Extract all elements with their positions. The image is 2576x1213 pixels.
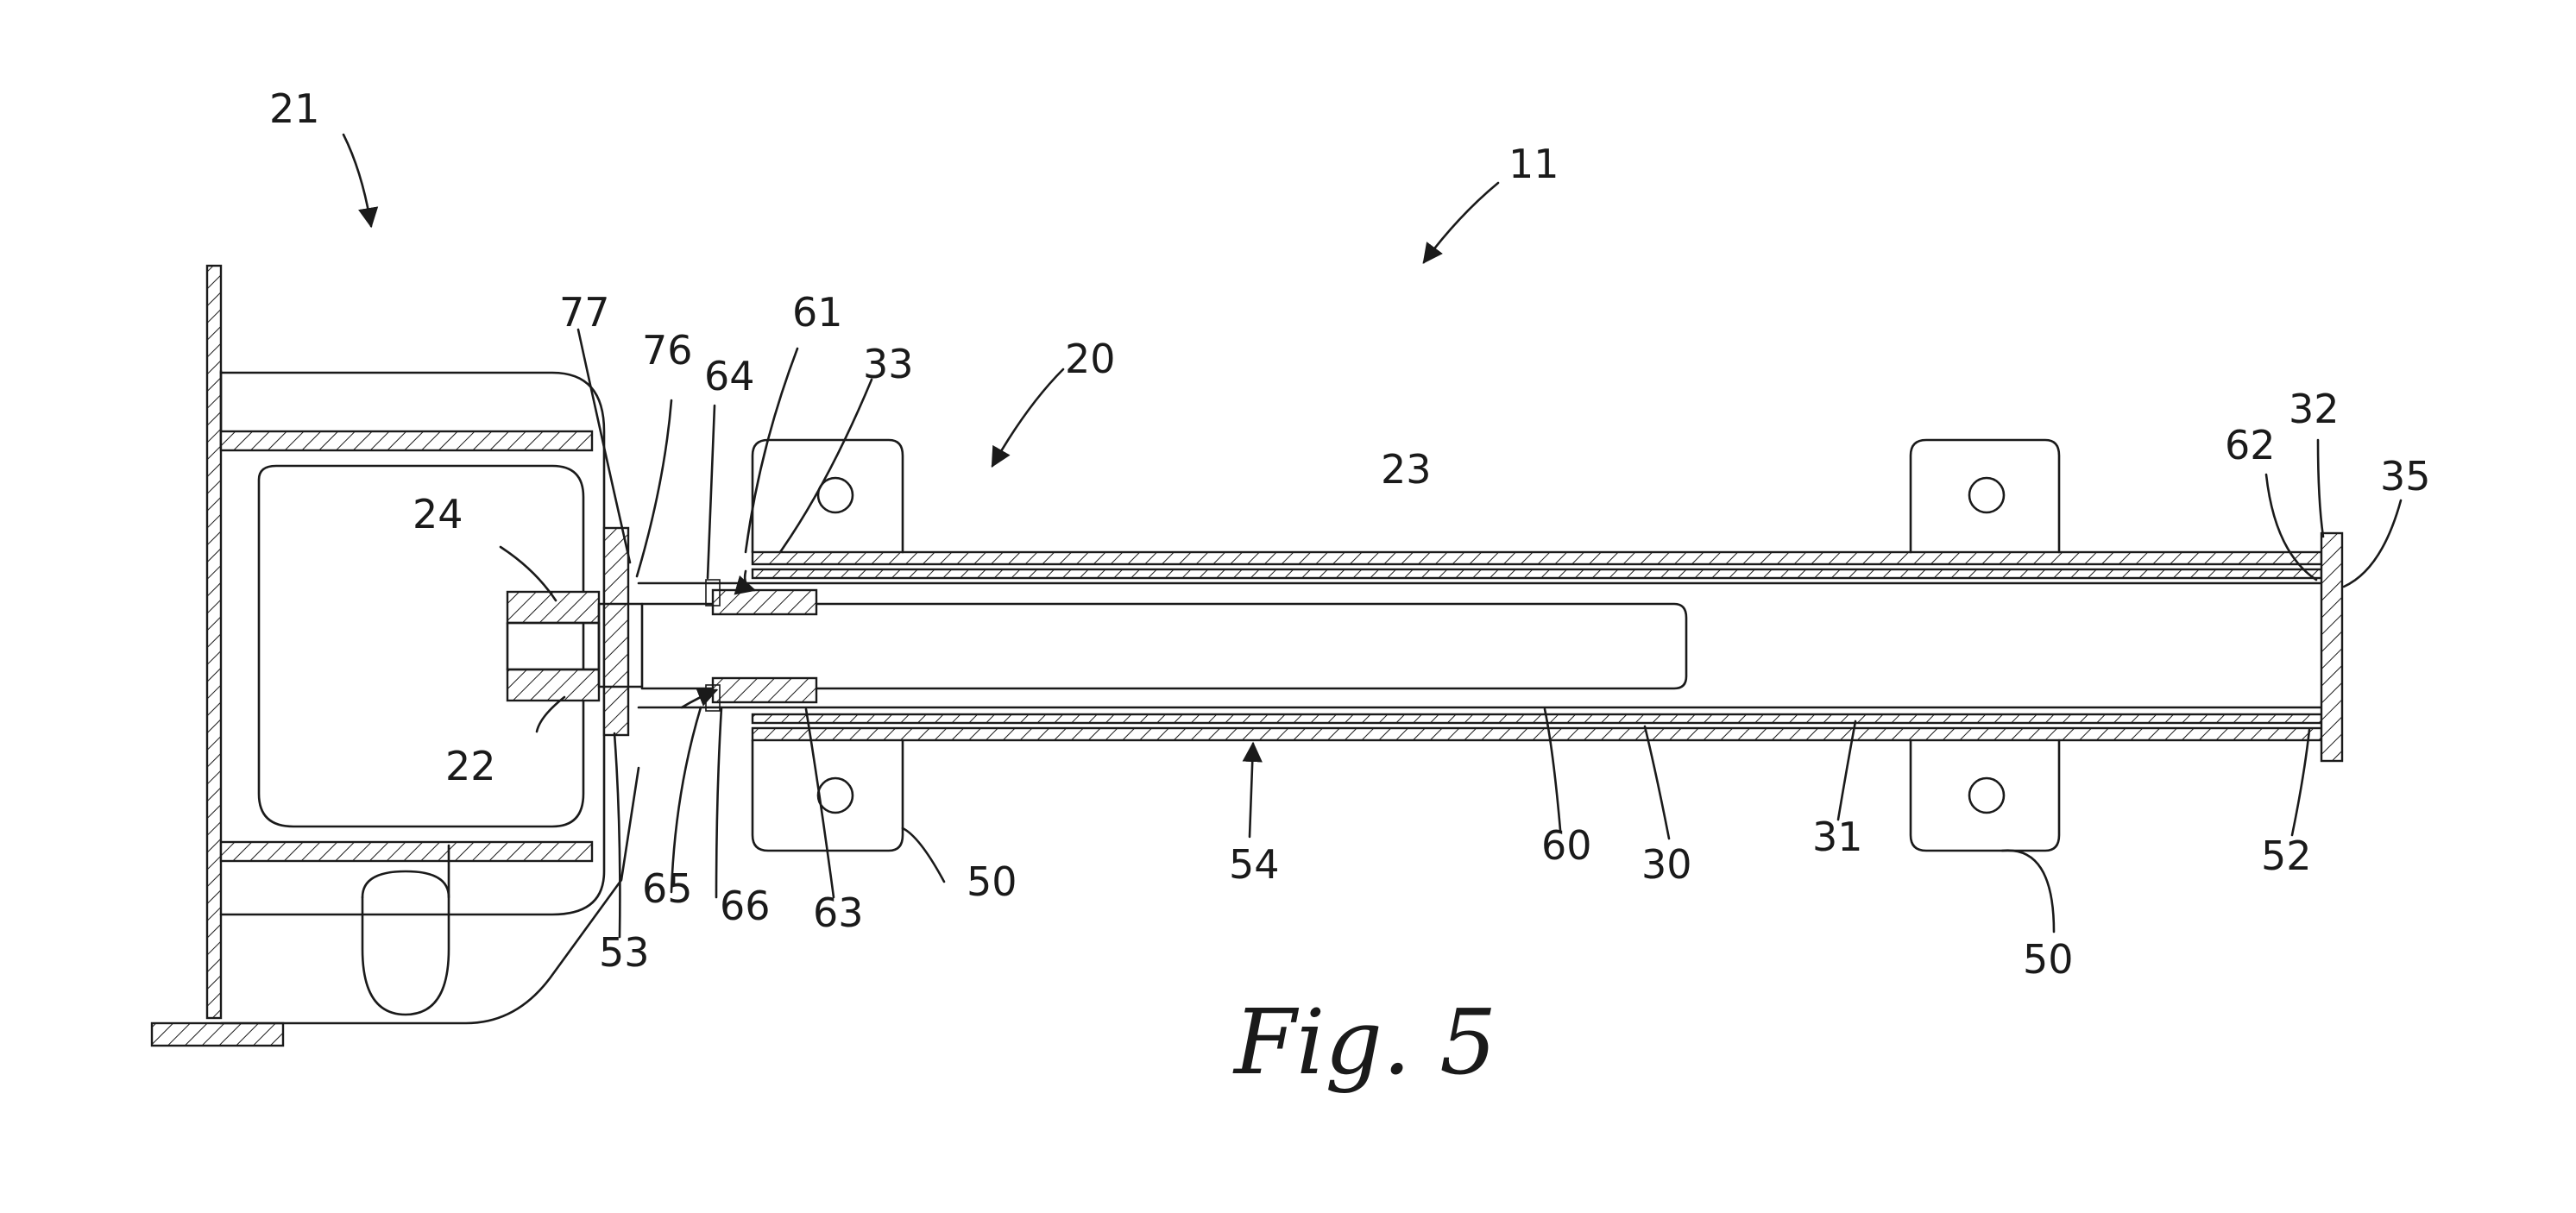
ref-50a: 50 (967, 858, 1017, 905)
ref-30: 30 (1641, 841, 1692, 888)
ref-63: 63 (813, 889, 864, 936)
ref-54: 54 (1229, 841, 1280, 888)
mounting-frame (150, 264, 640, 1047)
ref-62: 62 (2225, 422, 2276, 468)
ref-76: 76 (642, 327, 693, 374)
ref-11: 11 (1508, 141, 1559, 187)
ref-31: 31 (1812, 814, 1863, 860)
ref-32: 32 (2289, 386, 2340, 432)
inner-shaft (640, 602, 1688, 690)
outer-tube (637, 550, 2323, 742)
reference-labels: 21 11 20 77 76 64 61 33 24 23 22 62 32 3… (269, 85, 2431, 983)
ref-35: 35 (2380, 453, 2431, 500)
ref-20: 20 (1065, 336, 1116, 382)
ref-21: 21 (269, 85, 320, 132)
ref-50b: 50 (2023, 936, 2074, 983)
ref-61: 61 (792, 289, 843, 336)
ref-64: 64 (704, 353, 755, 399)
ref-66: 66 (720, 883, 771, 929)
ref-52: 52 (2261, 833, 2312, 879)
ref-24: 24 (413, 491, 463, 537)
ref-77: 77 (559, 289, 610, 336)
ref-53: 53 (599, 929, 650, 976)
ref-23: 23 (1381, 446, 1432, 493)
figure-caption: Fig. 5 (1232, 990, 1496, 1095)
ref-60: 60 (1541, 822, 1592, 869)
leader-lines (342, 133, 2403, 939)
ref-33: 33 (863, 341, 914, 387)
ref-65: 65 (642, 865, 693, 912)
bracket-left (751, 438, 904, 852)
end-cap (2320, 531, 2344, 763)
bracket-right (1909, 438, 2061, 852)
ref-22: 22 (445, 743, 496, 789)
